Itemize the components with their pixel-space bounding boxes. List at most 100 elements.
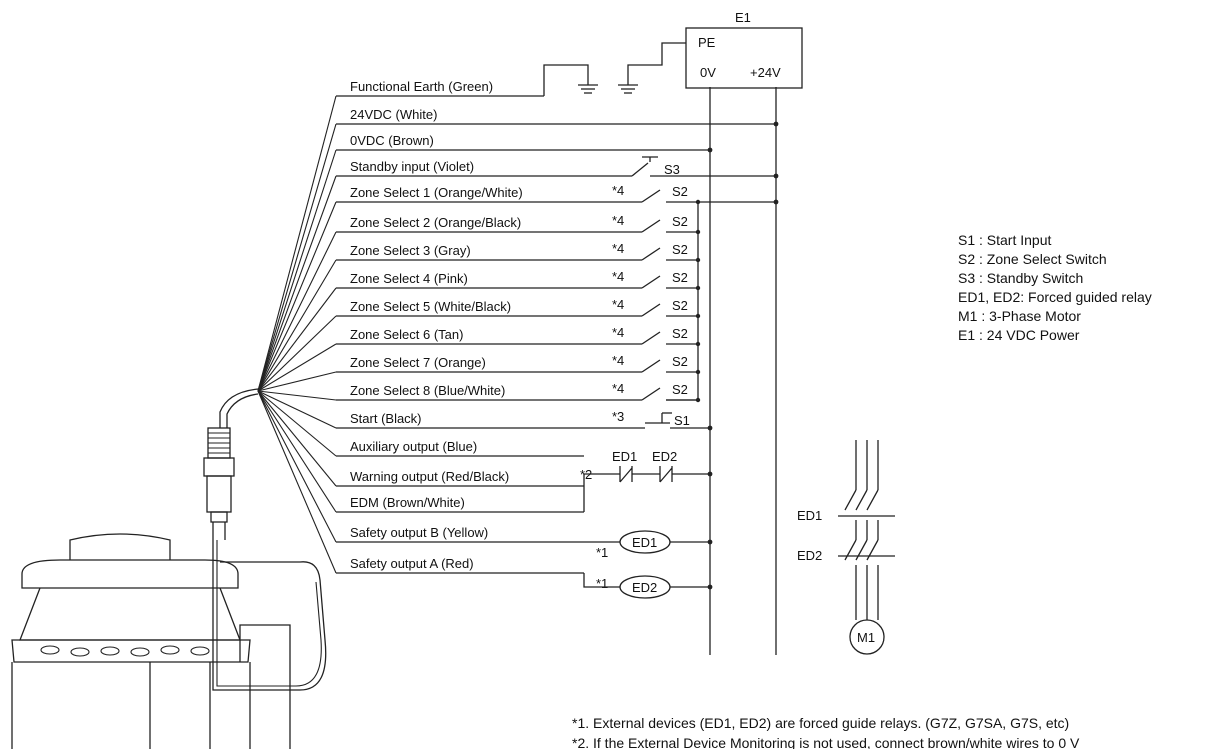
s3-label: S3 <box>664 162 680 177</box>
s2-label: S2 <box>672 326 688 341</box>
wire-mark-start: *3 <box>612 409 624 424</box>
fan-wire-start <box>257 390 337 429</box>
wire-label-edm: EDM (Brown/White) <box>350 495 465 510</box>
zone-switch-7: S2 <box>641 354 701 375</box>
motor-circuit: ED1 ED2 M1 <box>797 440 895 655</box>
wire-mark-safety-b: *1 <box>596 545 608 560</box>
power-supply-pe: PE <box>698 35 716 50</box>
wire-label-zs5: Zone Select 5 (White/Black) <box>350 299 511 314</box>
edm-contacts: ED1 ED2 <box>583 449 713 512</box>
pe-ground-symbol <box>618 84 638 94</box>
wire-label-warning: Warning output (Red/Black) <box>350 469 509 484</box>
fan-wire-zs6 <box>257 343 337 392</box>
motor-label: M1 <box>857 630 875 645</box>
fan-wire-safety-b <box>257 390 337 543</box>
power-supply-e1: E1 PE 0V +24V <box>543 10 803 96</box>
footnote-1: *1. External devices (ED1, ED2) are forc… <box>572 715 1069 731</box>
wire-mark-safety-a: *1 <box>596 576 608 591</box>
standby-switch-s3: S3 <box>631 156 680 177</box>
fan-wire-zs2 <box>257 231 337 392</box>
wire-label-zs3: Zone Select 3 (Gray) <box>350 243 471 258</box>
edm-contact-ed1-label: ED1 <box>612 449 637 464</box>
bus-lines <box>709 87 777 655</box>
fan-wire-zs1 <box>257 201 337 392</box>
zone-switch-3: S2 <box>641 242 701 263</box>
wire-mark-zs3: *4 <box>612 241 624 256</box>
s2-label: S2 <box>672 242 688 257</box>
zone-switch-1: S2 <box>641 184 776 203</box>
wire-label-zs8: Zone Select 8 (Blue/White) <box>350 383 505 398</box>
wire-label-safety-a: Safety output A (Red) <box>350 556 474 571</box>
legend-line-2: S2 : Zone Select Switch <box>958 251 1107 267</box>
legend: S1 : Start Input S2 : Zone Select SwitchS… <box>958 232 1152 343</box>
wire-label-start: Start (Black) <box>350 411 422 426</box>
wire-mark-zs8: *4 <box>612 381 624 396</box>
wire-label-0vdc: 0VDC (Brown) <box>350 133 434 148</box>
legend-line-3: S3 : Standby Switch <box>958 270 1083 286</box>
wire-label-safety-b: Safety output B (Yellow) <box>350 525 488 540</box>
s1-label: S1 <box>674 413 690 428</box>
fan-wire-safety-a <box>257 390 337 574</box>
wire-label-standby: Standby input (Violet) <box>350 159 474 174</box>
wire-labels: Functional Earth (Green) 24VDC (White) 0VD… <box>350 79 624 591</box>
motor-m1-symbol <box>849 619 885 655</box>
wire-label-24vdc: 24VDC (White) <box>350 107 437 122</box>
zone-switch-6: S2 <box>641 326 701 347</box>
scanner-device-drawing <box>11 533 327 749</box>
footnotes: *1. External devices (ED1, ED2) are forc… <box>572 715 1080 749</box>
m12-connector-drawing <box>203 388 259 540</box>
zone-switch-4: S2 <box>641 270 701 291</box>
s2-label: S2 <box>672 270 688 285</box>
start-switch-s1: S1 <box>645 412 690 428</box>
wire-mark-zs7: *4 <box>612 353 624 368</box>
wire-label-zs6: Zone Select 6 (Tan) <box>350 327 463 342</box>
fan-wire-zs5 <box>257 315 337 392</box>
s2-label: S2 <box>672 298 688 313</box>
wire-label-functional-earth: Functional Earth (Green) <box>350 79 493 94</box>
wire-label-zs1: Zone Select 1 (Orange/White) <box>350 185 523 200</box>
wire-fan <box>257 95 779 574</box>
coil-ed2-label: ED2 <box>632 580 657 595</box>
motor-contact-ed1-label: ED1 <box>797 508 822 523</box>
wire-label-zs2: Zone Select 2 (Orange/Black) <box>350 215 521 230</box>
fan-wire-aux <box>257 390 337 457</box>
fan-wire-edm <box>257 390 337 513</box>
relay-coils: ED1 ED2 <box>583 530 713 599</box>
power-supply-0v: 0V <box>700 65 716 80</box>
zone-switch-2: S2 <box>641 214 701 235</box>
legend-line-1: S1 : Start Input <box>958 232 1051 248</box>
fan-wire-warning <box>257 390 337 487</box>
footnote-2: *2. If the External Device Monitoring is… <box>572 735 1080 749</box>
wire-label-zs7: Zone Select 7 (Orange) <box>350 355 486 370</box>
coil-ed1-label: ED1 <box>632 535 657 550</box>
wire-mark-zs1: *4 <box>612 183 624 198</box>
switches: S3 <box>631 156 680 177</box>
edm-contact-ed2-label: ED2 <box>652 449 677 464</box>
fan-wire-0vdc <box>257 149 337 392</box>
wire-mark-zs5: *4 <box>612 297 624 312</box>
zone-switch-5: S2 <box>641 298 701 319</box>
fan-wire-zs3 <box>257 259 337 392</box>
fan-wire-zs8 <box>257 390 337 401</box>
wire-mark-zs2: *4 <box>612 213 624 228</box>
s2-label: S2 <box>672 382 688 397</box>
zone-switch-8: S2 <box>641 382 701 403</box>
wire-mark-zs4: *4 <box>612 269 624 284</box>
motor-contact-ed2-label: ED2 <box>797 548 822 563</box>
fan-wire-zs7 <box>257 371 337 392</box>
s2-common-bus <box>666 202 699 401</box>
fan-wire-zs4 <box>257 287 337 392</box>
s2-label: S2 <box>672 184 688 199</box>
wire-label-aux: Auxiliary output (Blue) <box>350 439 477 454</box>
legend-line-6: E1 : 24 VDC Power <box>958 327 1080 343</box>
fan-wire-standby <box>257 175 337 392</box>
s2-label: S2 <box>672 354 688 369</box>
fan-wire-24vdc <box>257 123 337 392</box>
fan-wire-functional-earth <box>257 95 337 392</box>
wire-label-zs4: Zone Select 4 (Pink) <box>350 271 468 286</box>
power-supply-name: E1 <box>735 10 751 25</box>
power-supply-24v: +24V <box>750 65 781 80</box>
functional-earth-ground-symbol <box>578 84 598 94</box>
